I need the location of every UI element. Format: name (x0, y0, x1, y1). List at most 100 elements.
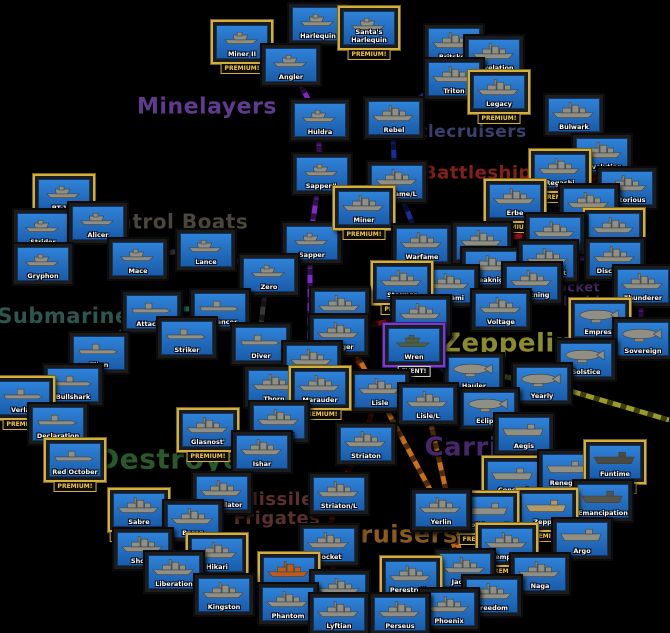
tree-node-yerlin[interactable]: Yerlin (410, 488, 472, 532)
ship-thumbnail-carrier (581, 490, 623, 503)
ship-thumbnail-sub (37, 414, 77, 426)
node-panel: Striaton (340, 427, 392, 461)
node-panel: Mace (112, 242, 164, 276)
tree-node-liberation[interactable]: Liberation (143, 550, 205, 594)
tree-node-huldra[interactable]: Huldra (289, 98, 351, 142)
node-panel: Alicer (72, 206, 124, 240)
node-label: Sapper/L (305, 182, 339, 190)
node-label: Glasnost' (191, 438, 225, 446)
node-panel: Harlequin (292, 7, 344, 41)
node-label: Phantom (271, 612, 305, 620)
ship-thumbnail-ship (485, 532, 527, 548)
ship-thumbnail-boat (302, 109, 337, 122)
premium-badge: PREMIUM! (186, 451, 230, 462)
tree-node-rebel[interactable]: Rebel (363, 96, 425, 140)
tree-node-striaton_l[interactable]: Striaton/L (308, 472, 370, 516)
ship-thumbnail-ship (257, 409, 299, 425)
node-panel: Hikari (191, 538, 243, 572)
tree-node-sapper[interactable]: Sapper (281, 221, 343, 265)
node-label: Miner II (227, 50, 257, 58)
node-label: Renegade (549, 479, 587, 487)
ship-thumbnail-sub (54, 450, 94, 462)
ship-thumbnail-ship (372, 105, 414, 121)
ship-thumbnail-boat (120, 248, 155, 261)
premium-badge: PREMIUM! (53, 481, 97, 492)
tree-node-kingston[interactable]: Kingston (193, 573, 255, 617)
tree-node-mace[interactable]: Mace (107, 237, 169, 281)
node-panel: Declaration (32, 407, 84, 441)
tree-node-aegis[interactable]: Aegis (493, 412, 555, 456)
ship-thumbnail-boat (251, 264, 286, 277)
tree-node-warfame[interactable]: Warfame (391, 223, 453, 267)
ship-thumbnail-ship (477, 79, 519, 95)
ship-thumbnail-ship (389, 565, 431, 581)
node-panel: Sovereign (617, 322, 669, 356)
node-label: Striaton (351, 452, 381, 460)
ship-thumbnail-sub (78, 343, 118, 355)
tree-node-funtime[interactable]: FuntimePREMIUM! (584, 440, 646, 494)
ship-thumbnail-boat (46, 185, 81, 198)
ship-thumbnail-ship (593, 246, 635, 262)
tree-node-lisle_l[interactable]: Lisle/L (397, 382, 459, 426)
node-label: Ishar (252, 460, 272, 468)
tree-node-glasnost[interactable]: Glasnost' PREMIUM! (177, 408, 239, 462)
tree-node-perseus[interactable]: Perseus (369, 592, 431, 633)
node-label: Advancer (202, 318, 238, 326)
ship-thumbnail-boat (351, 17, 386, 30)
tree-node-ishar[interactable]: Ishar (231, 430, 293, 474)
node-label: Rocket (316, 553, 342, 561)
node-panel: Advancer (194, 293, 246, 327)
tree-node-yearly[interactable]: Yearly (511, 362, 573, 406)
node-panel: Perseus (374, 597, 426, 631)
tree-node-sovereign[interactable]: Sovereign (612, 317, 670, 361)
ship-thumbnail-boat (300, 13, 335, 26)
tree-node-rocket[interactable]: Rocket (298, 523, 360, 567)
node-panel: Verlast (0, 381, 50, 415)
ship-thumbnail-ship (318, 295, 360, 311)
node-panel: Bulwark (548, 98, 600, 132)
tree-node-eclipse[interactable]: Eclipse (458, 387, 520, 431)
tree-node-lance[interactable]: Lance (175, 228, 237, 272)
node-panel: Marauder (294, 371, 346, 405)
tree-node-voltage[interactable]: Voltage (470, 288, 532, 332)
node-panel: Warfame (396, 228, 448, 262)
node-panel: Aegis (498, 417, 550, 451)
tree-node-lyftian[interactable]: Lyftian (308, 592, 370, 633)
node-label: Liberation (155, 580, 193, 588)
ship-thumbnail-ship (317, 481, 359, 497)
node-label: Wren (404, 353, 424, 361)
node-panel: Sapper (286, 226, 338, 260)
node-label: Thunderer (623, 294, 663, 302)
tree-node-gryphon[interactable]: Gryphon (12, 242, 74, 286)
tree-node-phantom[interactable]: Phantom (257, 582, 319, 626)
ship-thumbnail-carrier (491, 467, 533, 480)
tree-node-striaton[interactable]: Striaton (335, 422, 397, 466)
node-panel: Huldra (294, 103, 346, 137)
tree-node-bulwark[interactable]: Bulwark (543, 93, 605, 137)
node-panel: Wren (388, 328, 440, 362)
tree-node-sabre[interactable]: SabreFREEMIUM! (C) (108, 488, 170, 542)
ship-thumbnail-ship (378, 601, 420, 617)
tree-node-angler[interactable]: Angler (260, 43, 322, 87)
node-panel: Kingston (198, 578, 250, 612)
tree-node-alicer[interactable]: Alicer (67, 201, 129, 245)
tree-node-argo[interactable]: Argo (551, 517, 613, 561)
node-label: Hikari (206, 563, 228, 571)
tree-node-stormer[interactable]: StormerPREMIUM! (371, 261, 433, 315)
node-panel: Zero (243, 258, 295, 292)
tree-node-lightning[interactable]: Lightning (501, 261, 563, 305)
category-label-battleships: Battleships (422, 162, 544, 184)
node-panel: Yerlin (415, 493, 467, 527)
node-label: Alicer (87, 231, 109, 239)
node-label: Naga (530, 582, 550, 590)
tree-node-striker[interactable]: Striker (156, 316, 218, 360)
node-label: Marauder (302, 396, 338, 404)
